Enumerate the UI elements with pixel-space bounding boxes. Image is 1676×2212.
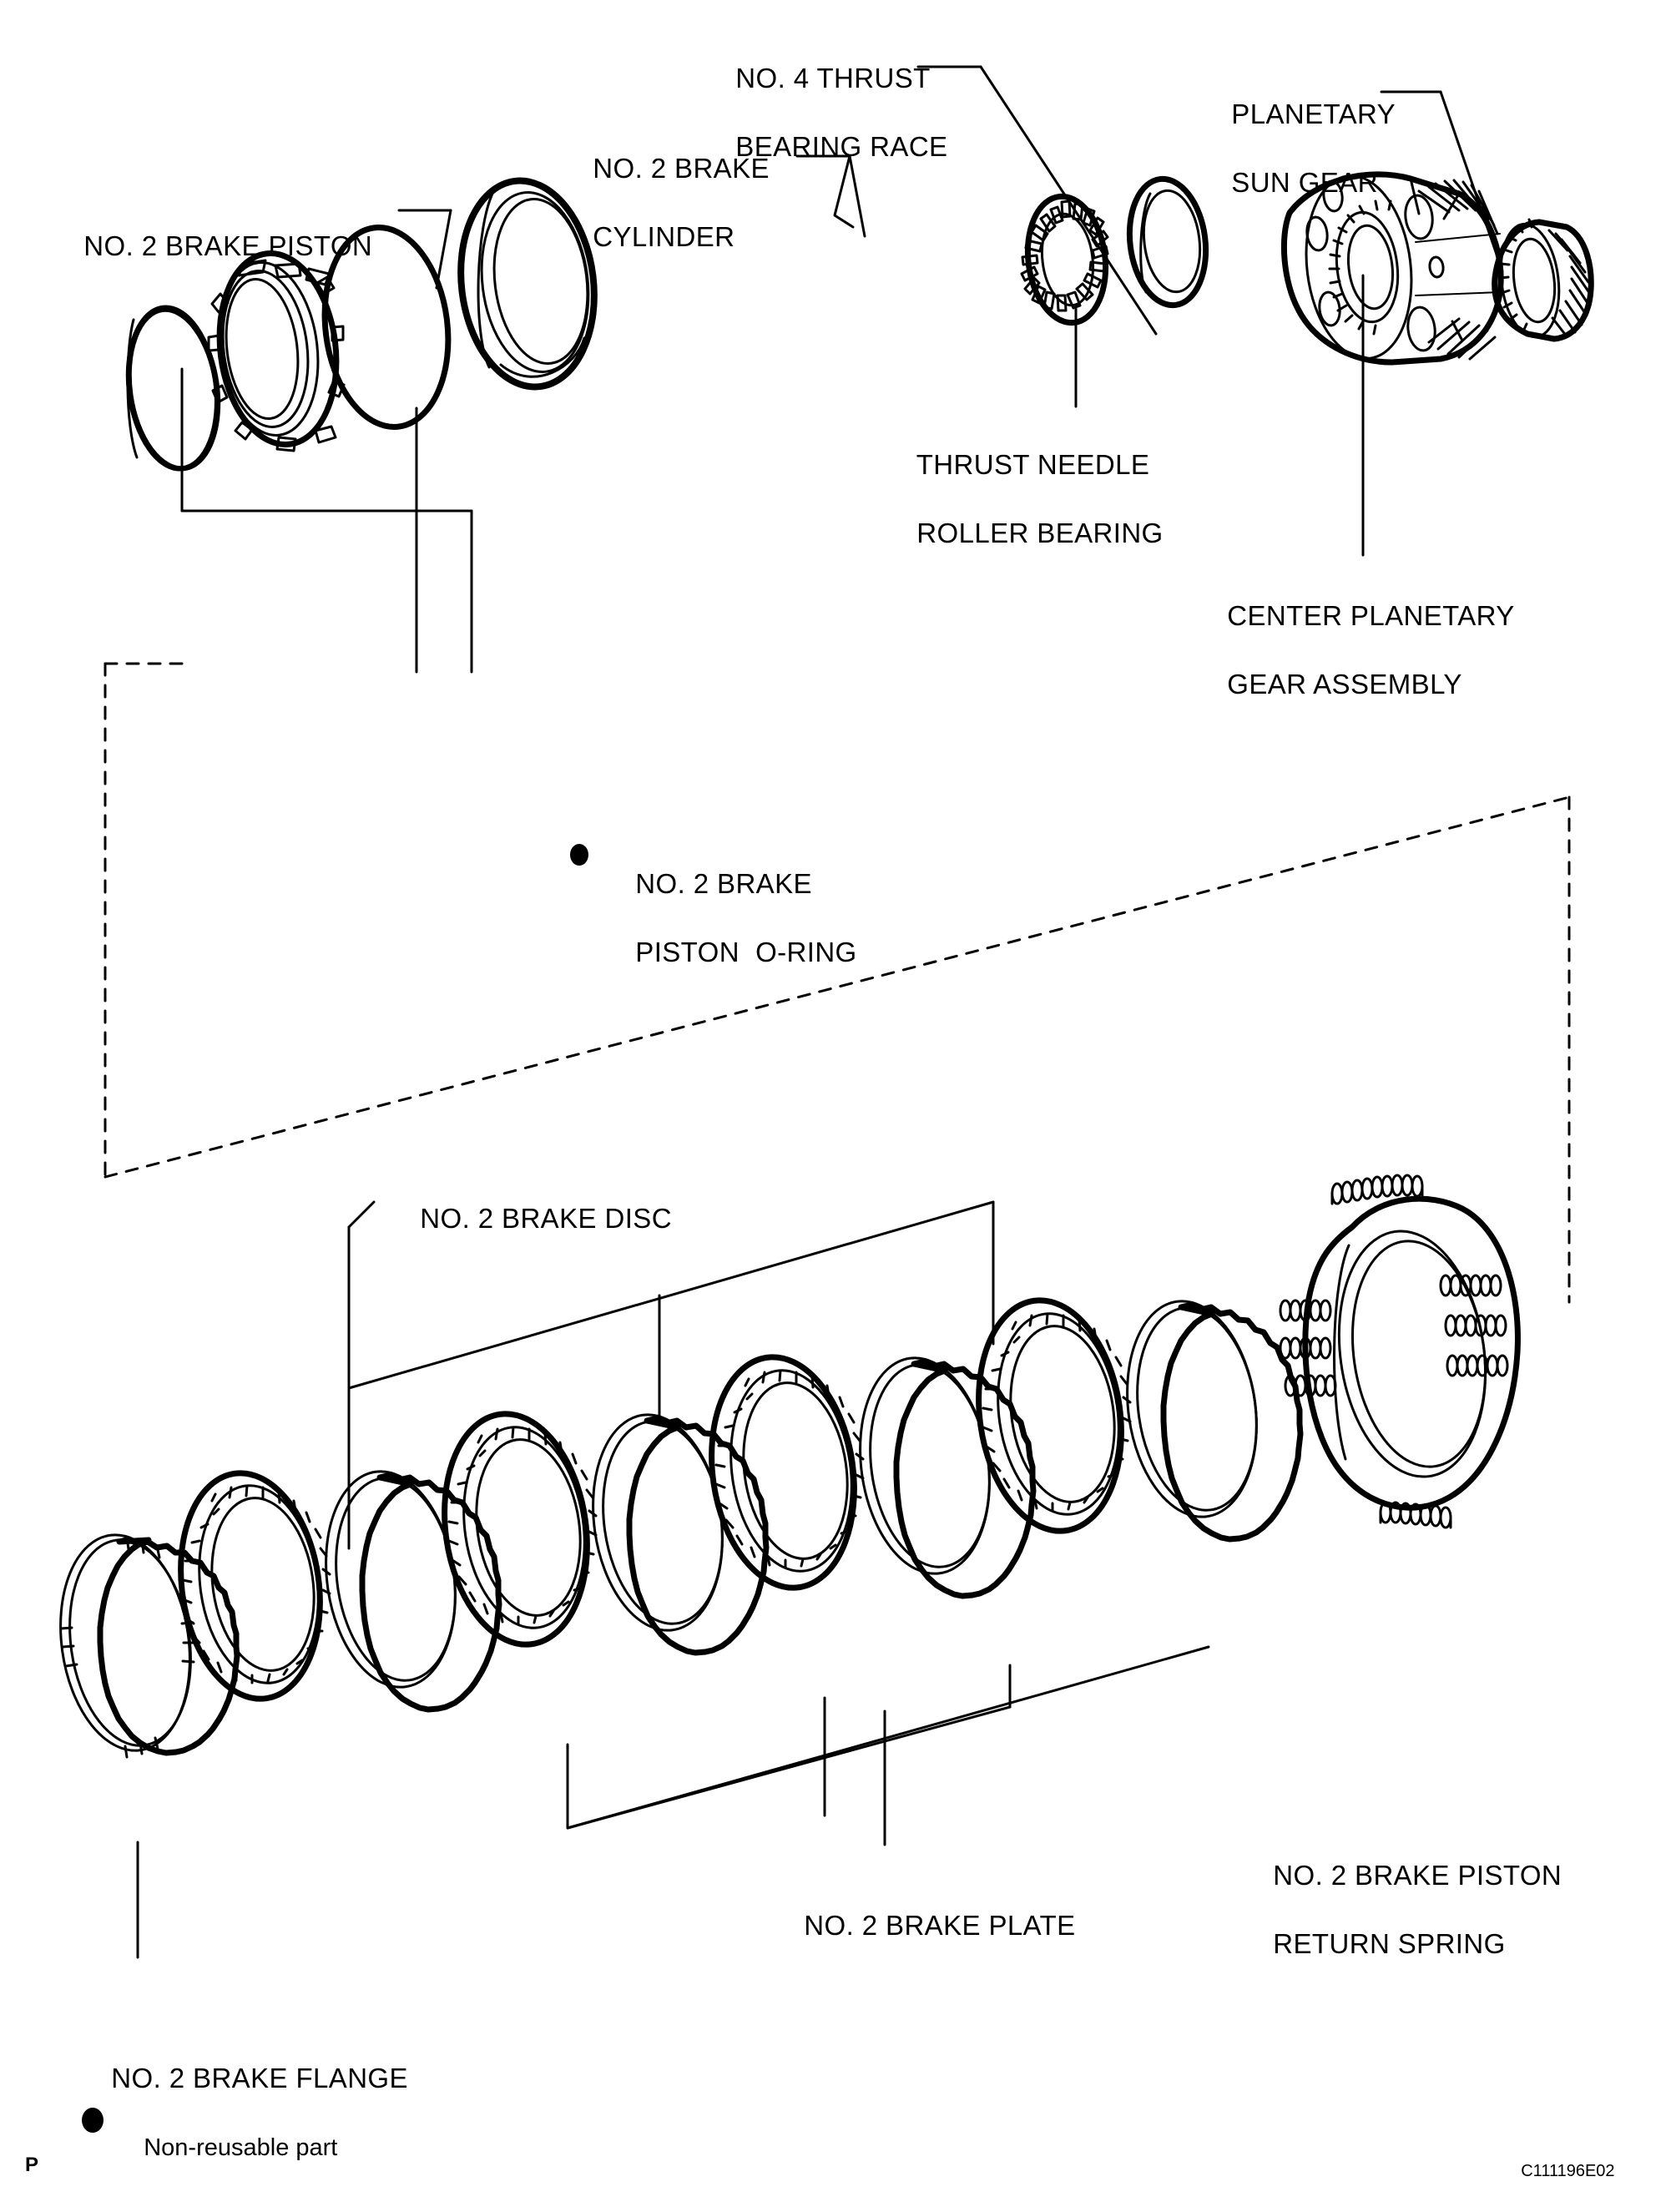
label-line-1: NO. 4 THRUST — [735, 63, 931, 93]
label-no2-brake-piston: NO. 2 BRAKE PISTON — [52, 196, 372, 296]
coil-spring-top — [1330, 1174, 1424, 1205]
label-no2-brake-plate: NO. 2 BRAKE PLATE — [772, 1876, 1076, 1976]
part-no2-brake-flange-inner — [59, 1533, 196, 1759]
coil-spring-right-2 — [1444, 1314, 1507, 1337]
legend-non-reusable-part: Non-reusable part — [117, 2107, 337, 2189]
label-no2-brake-disc: NO. 2 BRAKE DISC — [388, 1169, 672, 1269]
dashed-break-connector — [103, 662, 1571, 1304]
part-no2-brake-piston-oring-left-main — [126, 305, 220, 472]
part-planetary-sun-gear — [1492, 219, 1594, 342]
label-no2-brake-piston-oring: NO. 2 BRAKE PISTON O-RING — [603, 832, 857, 1003]
label-line-1: NO. 2 BRAKE — [593, 153, 770, 184]
label-planetary-sun-gear: PLANETARY SUN GEAR — [1199, 63, 1396, 234]
label-line-1: THRUST NEEDLE — [916, 449, 1150, 480]
part-no2-brake-cylinder-inner — [477, 189, 590, 378]
non-reusable-legend-marker — [82, 2108, 103, 2133]
coil-spring-bottom — [1379, 1501, 1452, 1529]
label-line-2: ROLLER BEARING — [916, 518, 1164, 548]
part-no2-brake-disc-4-inner — [982, 1312, 1132, 1516]
coil-spring-right-1 — [1439, 1274, 1502, 1297]
label-line-1: NO. 2 BRAKE PISTON — [1273, 1860, 1562, 1891]
leader-no2-brake-plate — [566, 1645, 1210, 1830]
label-line-2: CYLINDER — [593, 221, 735, 252]
part-no2-brake-disc-2 — [442, 1411, 590, 1648]
legend-label: Non-reusable part — [144, 2134, 338, 2161]
part-no2-brake-piston-inner — [207, 259, 346, 452]
part-no2-brake-disc-2-inner — [447, 1426, 598, 1629]
part-center-planetary-gear-detail — [1305, 174, 1502, 361]
figure-code-text: C111196E02 — [1521, 2162, 1615, 2180]
label-center-planetary-gear-assembly: CENTER PLANETARY GEAR ASSEMBLY — [1195, 564, 1515, 735]
leader-no2-brake-cylinder — [795, 154, 866, 238]
label-line-2: BEARING RACE — [735, 131, 948, 162]
label-line-2: SUN GEAR — [1231, 167, 1378, 198]
label-line-2: RETURN SPRING — [1273, 1928, 1506, 1959]
coil-spring-left-1 — [1279, 1299, 1332, 1322]
leader-no2-brake-piston — [397, 209, 452, 290]
part-no2-brake-plate-4 — [1160, 1301, 1304, 1543]
label-no4-thrust-bearing-race: NO. 4 THRUST BEARING RACE — [704, 27, 947, 198]
coil-springs — [1279, 1174, 1509, 1529]
part-no2-brake-disc-4 — [976, 1297, 1124, 1534]
part-no2-brake-disc-3 — [709, 1354, 857, 1591]
non-reusable-marker-oring — [570, 844, 588, 866]
page-mark-text: P — [25, 2154, 39, 2176]
part-no2-brake-piston-oring-right — [321, 225, 452, 430]
leader-no2-brake-piston-oring — [180, 367, 473, 674]
page-mark: P — [25, 2154, 38, 2177]
part-no2-brake-disc-1 — [178, 1470, 323, 1702]
part-no2-brake-cylinder — [457, 177, 598, 391]
bracket-no2-brake-disc — [347, 1200, 995, 1425]
part-no4-thrust-bearing-race-inner — [1139, 189, 1202, 294]
coil-spring-left-3 — [1284, 1374, 1337, 1397]
label-line-1: CENTER PLANETARY — [1227, 600, 1515, 631]
label-line-1: NO. 2 BRAKE FLANGE — [111, 2063, 408, 2093]
part-thrust-needle-roller-bearing-inner — [1020, 199, 1109, 312]
label-no2-brake-cylinder: NO. 2 BRAKE CYLINDER — [561, 117, 770, 288]
figure-reference-code: C111196E02 — [1502, 2143, 1615, 2200]
part-no4-thrust-bearing-race — [1126, 175, 1209, 309]
label-line-2: GEAR ASSEMBLY — [1227, 669, 1462, 699]
label-line-1: NO. 2 BRAKE PLATE — [804, 1910, 1076, 1941]
part-no2-brake-disc-3-inner — [714, 1369, 865, 1573]
label-line-2: PISTON O-RING — [635, 937, 857, 967]
part-no2-brake-disc-1-inner — [181, 1484, 331, 1684]
part-planetary-sun-gear-detail — [1498, 218, 1592, 339]
part-no2-brake-flange — [97, 1536, 240, 1756]
label-line-1: NO. 2 BRAKE DISC — [420, 1203, 672, 1234]
label-line-1: NO. 2 BRAKE PISTON — [83, 230, 373, 261]
label-thrust-needle-roller-bearing: THRUST NEEDLE ROLLER BEARING — [885, 413, 1164, 584]
coil-spring-left-2 — [1279, 1336, 1332, 1360]
leader-planetary-sun-gear — [1380, 90, 1504, 273]
part-center-planetary-gear-assembly — [1280, 171, 1504, 366]
part-no2-brake-plate-4-inner — [1126, 1300, 1258, 1518]
part-return-spring-ring-inner — [1333, 1230, 1487, 1478]
label-line-1: NO. 2 BRAKE — [635, 868, 812, 899]
label-no2-brake-flange: NO. 2 BRAKE FLANGE — [79, 2028, 408, 2129]
label-line-1: PLANETARY — [1231, 98, 1396, 129]
coil-spring-right-3 — [1446, 1354, 1509, 1377]
label-no2-brake-piston-return-spring: NO. 2 BRAKE PISTON RETURN SPRING — [1241, 1824, 1562, 1995]
